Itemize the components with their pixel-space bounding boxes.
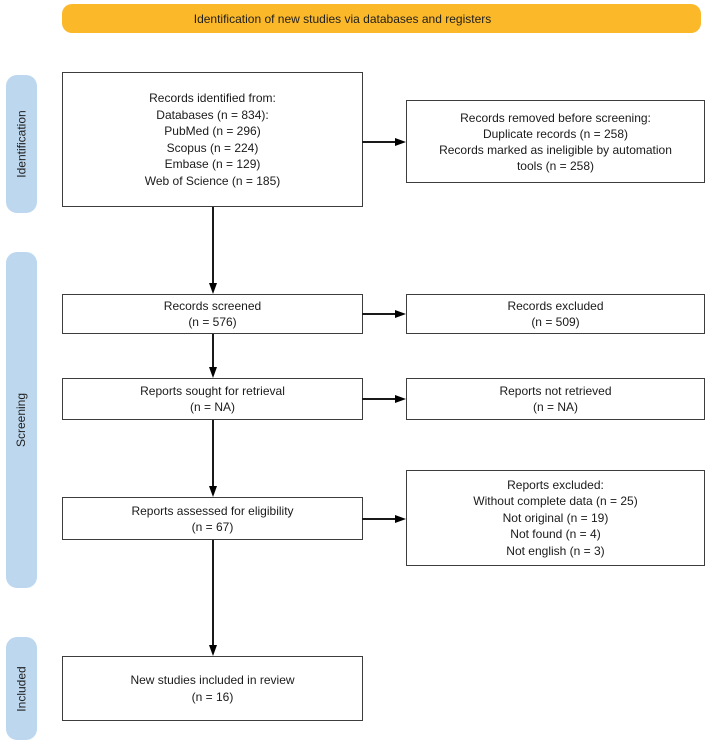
box-line: Reports excluded: xyxy=(507,477,604,492)
arrow-assessed-to-included-head xyxy=(208,645,217,656)
box-reports-excluded: Reports excluded: Without complete data … xyxy=(406,470,705,566)
arrow-screened-to-excluded-line xyxy=(362,313,396,315)
arrow-screened-to-sought-line xyxy=(212,334,214,367)
box-line: (n = NA) xyxy=(532,400,578,414)
box-line: Reports sought for retrieval xyxy=(140,384,285,398)
arrow-assessed-to-repexcluded-line xyxy=(362,518,396,520)
stage-label-included: Included xyxy=(14,665,29,712)
arrow-sought-to-notretrieved-line xyxy=(362,398,396,400)
arrow-sought-to-assessed-line xyxy=(212,420,214,486)
box-line: Without complete data (n = 25) xyxy=(473,494,638,509)
arrow-identified-to-removed-line xyxy=(362,141,396,143)
box-line: Scopus (n = 224) xyxy=(166,140,259,155)
box-line: Records identified from: xyxy=(149,91,276,105)
box-line: (n = 509) xyxy=(531,315,580,329)
box-line: Not original (n = 19) xyxy=(502,510,609,525)
arrow-screened-to-excluded-head xyxy=(395,309,406,318)
box-line: Databases (n = 834): xyxy=(156,107,269,122)
box-reports-assessed: Reports assessed for eligibility (n = 67… xyxy=(62,497,363,540)
box-new-studies-included: New studies included in review (n = 16) xyxy=(62,656,363,721)
arrow-sought-to-notretrieved-head xyxy=(395,394,406,403)
box-reports-not-retrieved: Reports not retrieved (n = NA) xyxy=(406,378,705,420)
box-line: PubMed (n = 296) xyxy=(164,124,261,138)
arrow-identified-to-screened-head xyxy=(208,283,217,294)
arrow-identified-to-screened-line xyxy=(212,207,214,283)
box-line: Web of Science (n = 185) xyxy=(144,173,281,188)
box-records-screened: Records screened (n = 576) xyxy=(62,294,363,334)
box-records-identified: Records identified from: Databases (n = … xyxy=(62,72,363,207)
box-line: Not found (n = 4) xyxy=(510,527,601,542)
box-line: Reports assessed for eligibility xyxy=(131,503,294,518)
box-line: Reports not retrieved xyxy=(499,384,612,398)
stage-bar-identification: Identification xyxy=(6,75,37,213)
stage-bar-included: Included xyxy=(6,637,37,740)
box-line: Records removed before screening: xyxy=(460,110,651,125)
stage-bar-screening: Screening xyxy=(6,252,37,588)
box-records-excluded: Records excluded (n = 509) xyxy=(406,294,705,334)
box-line: Duplicate records (n = 258) xyxy=(482,126,629,141)
box-line: (n = 576) xyxy=(188,315,237,329)
box-line: Records excluded xyxy=(507,299,604,313)
box-line: Records marked as ineligible by automati… xyxy=(439,142,672,157)
box-line: tools (n = 258) xyxy=(516,158,595,173)
box-reports-sought: Reports sought for retrieval (n = NA) xyxy=(62,378,363,420)
box-line: Embase (n = 129) xyxy=(164,157,261,171)
arrow-assessed-to-repexcluded-head xyxy=(395,514,406,523)
arrow-screened-to-sought-head xyxy=(208,367,217,378)
banner-label: Identification of new studies via databa… xyxy=(193,11,492,26)
box-line: (n = 16) xyxy=(191,689,234,704)
box-line: Not english (n = 3) xyxy=(506,543,605,558)
stage-label-screening: Screening xyxy=(14,392,29,448)
box-line: (n = NA) xyxy=(189,400,235,414)
box-line: New studies included in review xyxy=(130,672,295,687)
arrow-identified-to-removed-head xyxy=(395,137,406,146)
arrow-assessed-to-included-line xyxy=(212,540,214,645)
box-line: (n = 67) xyxy=(191,519,234,534)
stage-label-identification: Identification xyxy=(14,110,29,178)
box-records-removed: Records removed before screening: Duplic… xyxy=(406,100,705,183)
banner-databases-registers: Identification of new studies via databa… xyxy=(62,4,701,33)
box-line: Records screened xyxy=(163,299,262,313)
arrow-sought-to-assessed-head xyxy=(208,486,217,497)
